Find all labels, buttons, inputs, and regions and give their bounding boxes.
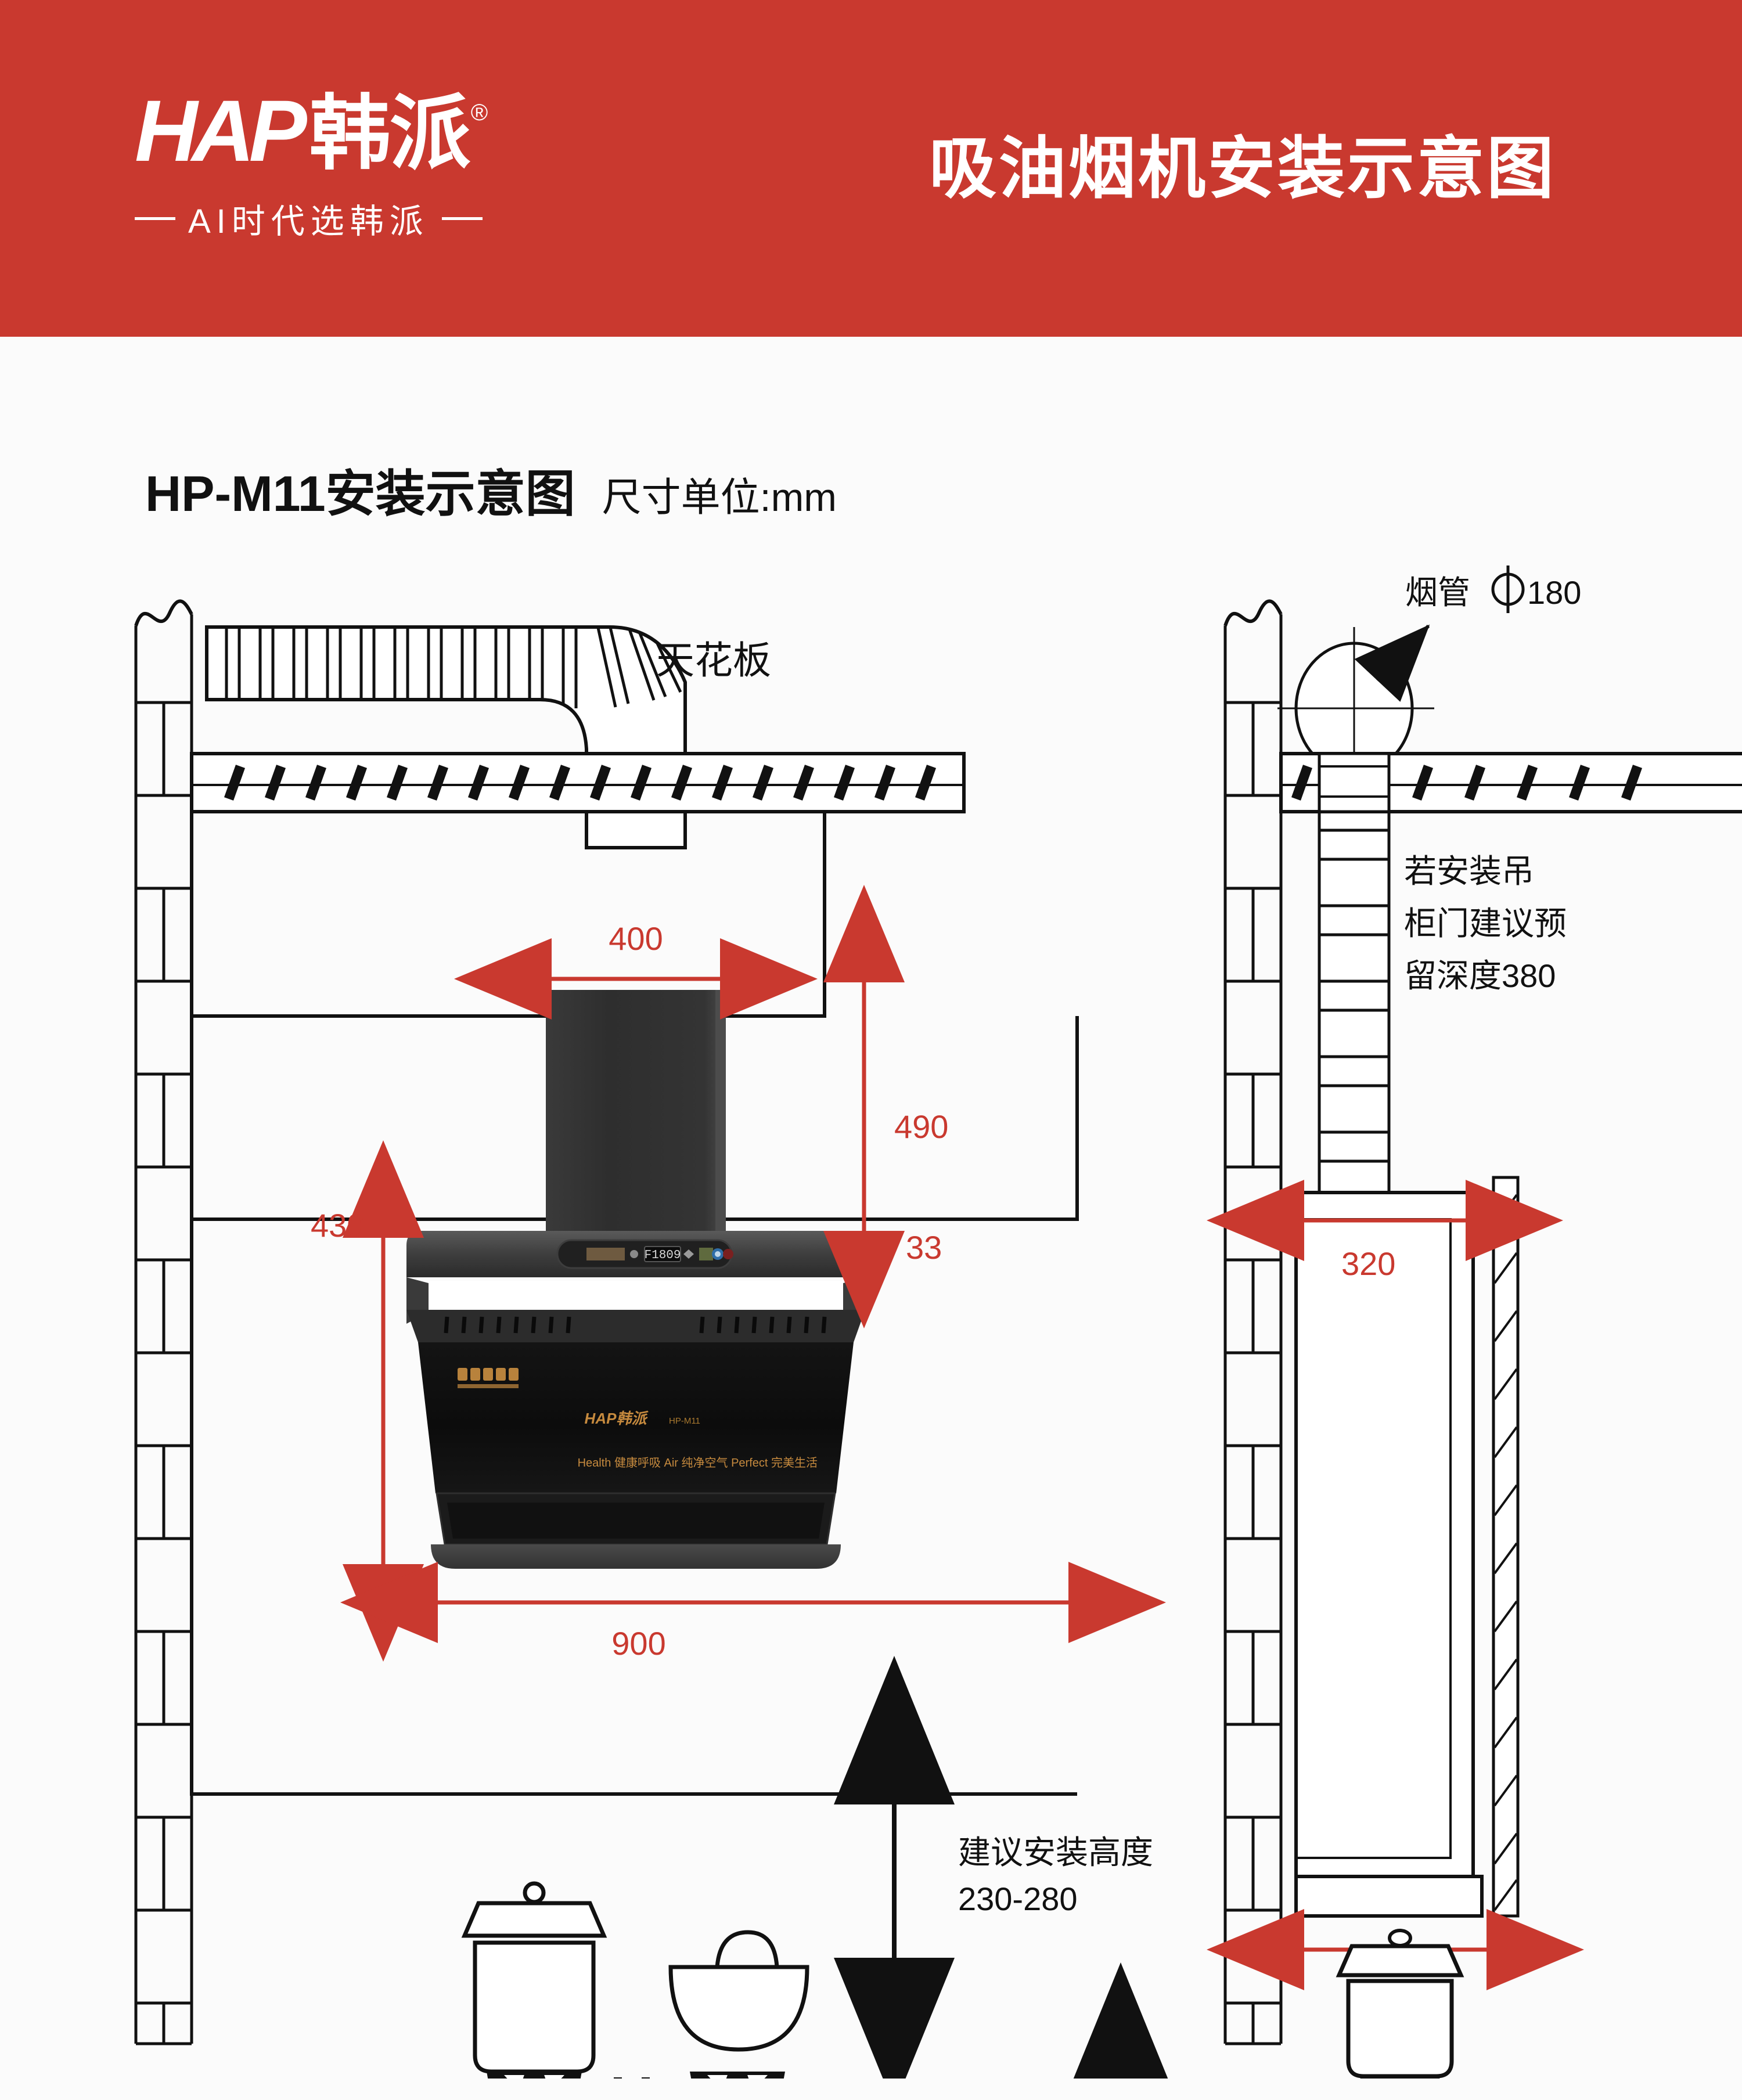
ceiling-slab: [190, 752, 966, 813]
dimension-900-label: 900: [611, 1625, 665, 1662]
flexible-duct: [205, 625, 687, 849]
tagline-text: AI时代选韩派: [188, 203, 429, 240]
side-elevation-view: 烟管 180: [1207, 565, 1742, 2079]
install-height-value: 230-280: [958, 1881, 1078, 1917]
hood-bottom-shelf: [1294, 1875, 1484, 1918]
front-elevation-view: 天花板 F1809: [134, 599, 1181, 2079]
pipe-diameter-value: 180: [1527, 574, 1581, 611]
tagline-dash-left-icon: [135, 217, 175, 220]
wok: [668, 1930, 809, 2052]
range-hood-front: F1809: [406, 990, 865, 1569]
pipe-label-text: 烟管: [1405, 574, 1470, 611]
diameter-symbol-icon: [1491, 565, 1525, 613]
panel-display-value: F1809: [644, 1249, 681, 1262]
hood-side-profile: [1294, 1191, 1475, 1878]
brick-wall-left: [134, 599, 193, 2045]
dimension-chimney-height: [823, 885, 905, 1328]
brand-tagline: AI时代选韩派: [135, 194, 611, 243]
hood-model-mark: HP-M11: [669, 1416, 700, 1426]
diagram-canvas: 天花板 F1809: [0, 557, 1742, 2079]
vent-slots: [444, 1316, 827, 1334]
control-panel: F1809: [556, 1239, 733, 1269]
model-title: HP-M11安装示意图: [145, 466, 575, 522]
dimension-400-label: 400: [609, 920, 663, 957]
dimension-body-height: [343, 1140, 424, 1662]
registered-trademark-icon: ®: [470, 100, 488, 125]
logo-lockup: HAP 韩派 ®: [135, 87, 611, 174]
dimension-320-label: 320: [1341, 1245, 1395, 1282]
cabinet-note-line1: 若安装吊: [1404, 853, 1534, 889]
install-height-label: 建议安装高度: [958, 1834, 1153, 1871]
logo-chinese-text: 韩派: [309, 88, 471, 179]
brand-logo: HAP 韩派 ® AI时代选韩派: [135, 87, 611, 243]
cooktop-side: [1336, 1929, 1464, 2079]
cooktop-assembly: [461, 1881, 809, 2079]
cabinet-depth-note: 若安装吊 柜门建议预 留深度380: [1404, 853, 1567, 994]
cooking-pot: [461, 1881, 607, 2074]
page-title: 吸油烟机安装示意图: [929, 131, 1556, 206]
cooktop-knobs: [614, 2077, 650, 2079]
dimension-hood-width: [340, 1562, 1166, 1643]
certification-icons: [458, 1368, 519, 1388]
ceiling-slab-side: [1279, 752, 1742, 813]
brick-wall-right: [1223, 599, 1283, 2045]
dimension-490-label: 490: [894, 1108, 948, 1145]
hood-brand-mark: HAP韩派: [585, 1410, 649, 1427]
logo-latin-text: HAP: [135, 82, 307, 179]
pipe-label-group: 烟管 180: [1354, 565, 1581, 702]
header-banner: HAP 韩派 ® AI时代选韩派 吸油烟机安装示意图: [0, 0, 1742, 337]
cabinet-door-panel: [1492, 1176, 1520, 1918]
cabinet-note-line2: 柜门建议预: [1404, 905, 1567, 942]
cabinet-note-line3: 留深度380: [1404, 957, 1556, 994]
dimension-33-label: 33: [906, 1229, 942, 1266]
unit-note: 尺寸单位:mm: [602, 476, 837, 520]
hood-slogan: Health 健康呼吸 Air 纯净空气 Perfect 完美生活: [578, 1456, 818, 1469]
tagline-dash-right-icon: [441, 217, 483, 220]
subtitle-row: HP-M11安装示意图 尺寸单位:mm: [145, 453, 837, 525]
dimension-430-label: 430: [311, 1207, 365, 1244]
ceiling-label: 天花板: [656, 639, 771, 682]
dimension-chimney-width: [454, 938, 818, 1020]
